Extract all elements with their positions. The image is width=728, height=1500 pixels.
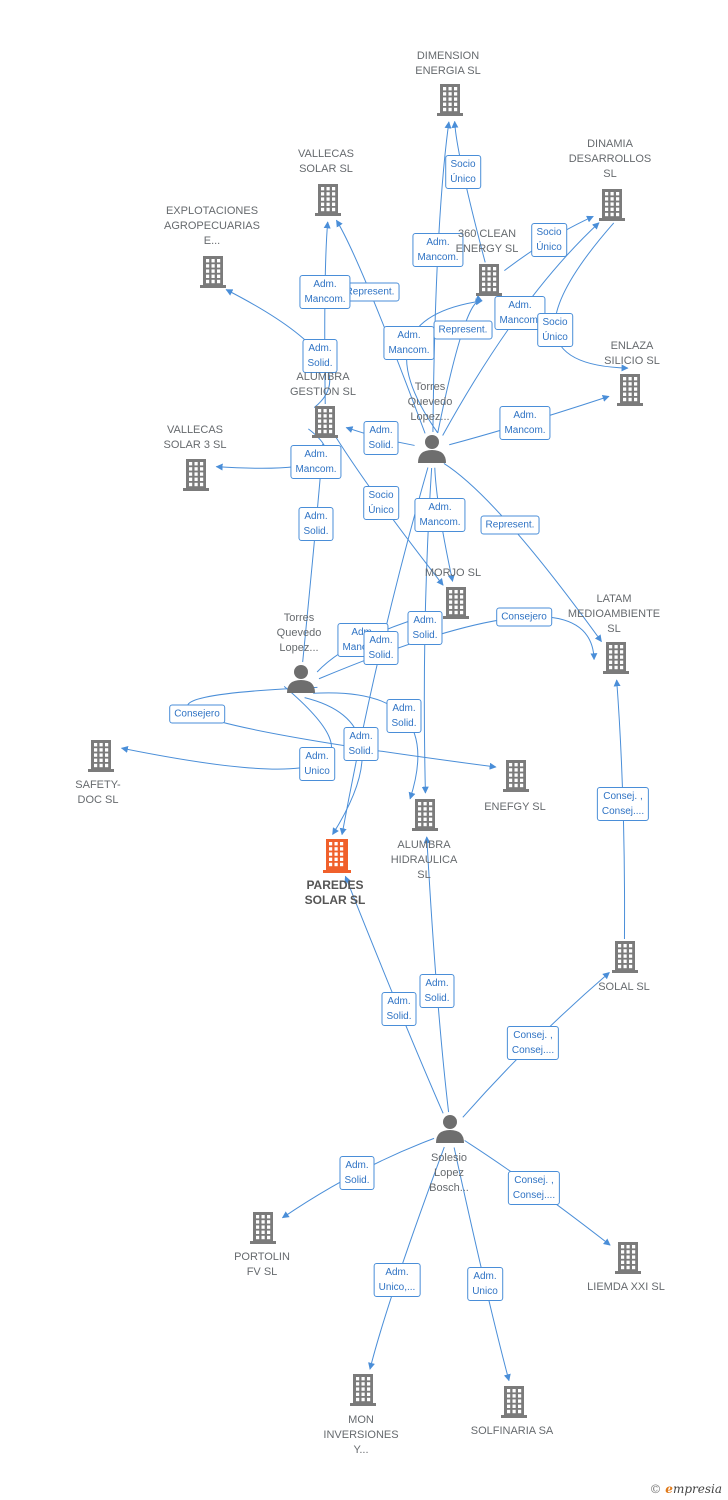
edge-label[interactable]: Adm. Mancom.	[299, 275, 351, 309]
edge-label[interactable]: Represent.	[480, 515, 540, 535]
person-name-label[interactable]: Torres Quevedo Lopez...	[276, 612, 322, 654]
edge-label[interactable]: Adm. Mancom.	[494, 296, 546, 330]
edge-label[interactable]: Consej. , Consej....	[507, 1171, 561, 1205]
company-name-label[interactable]: DINAMIA DESARROLLOS SL	[568, 138, 652, 180]
edge-label[interactable]: Adm. Mancom.	[383, 326, 435, 360]
main-company-building-icon[interactable]	[323, 839, 351, 873]
company-name-label[interactable]: PORTOLIN FV SL	[234, 1251, 290, 1278]
edge-label[interactable]: Consej. , Consej....	[596, 787, 650, 821]
edge-label[interactable]: Adm. Solid.	[363, 631, 399, 665]
edge-label[interactable]: Adm. Unico,...	[373, 1263, 421, 1297]
edge-label[interactable]: Adm. Unico	[467, 1267, 503, 1301]
edge-label[interactable]: Represent.	[433, 320, 493, 340]
company-name-label[interactable]: EXPLOTACIONES AGROPECUARIAS E...	[164, 205, 260, 247]
edge-label[interactable]: Adm. Mancom.	[499, 406, 551, 440]
company-name-label[interactable]: VALLECAS SOLAR 3 SL	[163, 424, 227, 451]
company-name-label[interactable]: DIMENSION ENERGIA SL	[415, 50, 481, 77]
edge-label[interactable]: Adm. Mancom.	[412, 233, 464, 267]
edge-label[interactable]: Adm. Solid.	[386, 699, 422, 733]
edge-label[interactable]: Adm. Solid.	[302, 339, 338, 373]
company-name-label[interactable]: ALUMBRA GESTION SL	[289, 371, 357, 398]
edge-label[interactable]: Adm. Solid.	[343, 727, 379, 761]
company-building-icon[interactable]	[603, 642, 629, 674]
company-name-label[interactable]: SAFETY- DOC SL	[75, 779, 121, 806]
edge-label[interactable]: Socio Único	[445, 155, 481, 189]
company-name-label[interactable]: ENEFGY SL	[484, 801, 546, 813]
edge-label[interactable]: Adm. Solid.	[363, 421, 399, 455]
edge-label[interactable]: Adm. Solid.	[419, 974, 455, 1008]
company-building-icon[interactable]	[200, 256, 226, 288]
edge-label[interactable]: Adm. Mancom.	[414, 498, 466, 532]
company-building-icon[interactable]	[615, 1242, 641, 1274]
person-name-label[interactable]: Solesio Lopez Bosch...	[429, 1152, 469, 1194]
edge-label[interactable]: Consej. , Consej....	[506, 1026, 560, 1060]
company-name-label[interactable]: 360 CLEAN ENERGY SL	[455, 228, 519, 255]
company-name-label[interactable]: MORJO SL	[424, 567, 482, 579]
edge-label[interactable]: Adm. Solid.	[407, 611, 443, 645]
edge-label[interactable]: Socio Único	[537, 313, 573, 347]
edge-label[interactable]: Adm. Mancom.	[290, 445, 342, 479]
person-name-label[interactable]: Torres Quevedo Lopez...	[407, 381, 453, 423]
edge-label[interactable]: Socio Único	[363, 486, 399, 520]
company-name-label[interactable]: MON INVERSIONES Y...	[323, 1414, 399, 1456]
brand-logo-initial: e	[665, 1482, 673, 1496]
brand-watermark: © empresia	[649, 1482, 722, 1496]
person-icon[interactable]	[418, 435, 446, 463]
company-building-icon[interactable]	[412, 799, 438, 831]
company-building-icon[interactable]	[612, 941, 638, 973]
company-building-icon[interactable]	[503, 760, 529, 792]
company-building-icon[interactable]	[437, 84, 463, 116]
company-building-icon[interactable]	[350, 1374, 376, 1406]
brand-logo-text: mpresia	[672, 1482, 722, 1496]
company-building-icon[interactable]	[501, 1386, 527, 1418]
company-name-label[interactable]: PAREDES SOLAR SL	[304, 878, 366, 907]
copyright-icon: ©	[649, 1482, 662, 1496]
company-building-icon[interactable]	[476, 264, 502, 296]
edge-label[interactable]: Socio Único	[531, 223, 567, 257]
company-name-label[interactable]: LIEMDA XXI SL	[587, 1281, 665, 1293]
company-building-icon[interactable]	[250, 1212, 276, 1244]
person-icon[interactable]	[436, 1115, 464, 1143]
company-building-icon[interactable]	[183, 459, 209, 491]
edge-label[interactable]: Adm. Unico	[299, 747, 335, 781]
edge-label[interactable]: Adm. Solid.	[381, 992, 417, 1026]
company-building-icon[interactable]	[315, 184, 341, 216]
company-name-label[interactable]: SOLFINARIA SA	[470, 1425, 554, 1437]
company-building-icon[interactable]	[599, 189, 625, 221]
company-name-label[interactable]: ALUMBRA HIDRAULICA SL	[390, 839, 458, 881]
company-building-icon[interactable]	[443, 587, 469, 619]
edge-label[interactable]: Consejero	[169, 704, 225, 724]
edge-label[interactable]: Consejero	[496, 607, 552, 627]
edge-label[interactable]: Adm. Solid.	[339, 1156, 375, 1190]
company-building-icon[interactable]	[312, 406, 338, 438]
company-name-label[interactable]: VALLECAS SOLAR SL	[297, 148, 355, 175]
company-name-label[interactable]: ENLAZA SILICIO SL	[604, 340, 660, 367]
person-icon[interactable]	[287, 665, 315, 693]
edge-line	[187, 686, 497, 770]
edge-label[interactable]: Adm. Solid.	[298, 507, 334, 541]
company-name-label[interactable]: SOLAL SL	[598, 981, 650, 993]
company-building-icon[interactable]	[617, 374, 643, 406]
company-building-icon[interactable]	[88, 740, 114, 772]
company-name-label[interactable]: LATAM MEDIOAMBIENTE SL	[567, 593, 661, 635]
